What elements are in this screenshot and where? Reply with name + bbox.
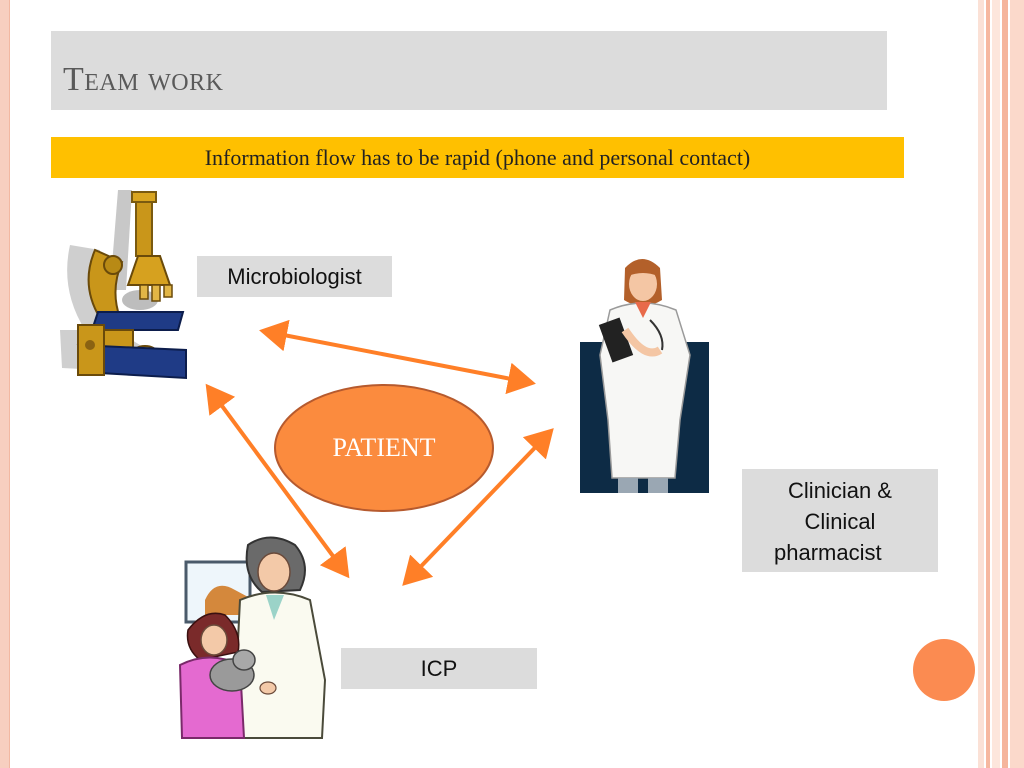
right-stripe-1 (978, 0, 984, 768)
accent-circle (913, 639, 975, 701)
right-stripe-5 (1010, 0, 1024, 768)
patient-node: PATIENT (273, 383, 495, 513)
title-bar: Team work (51, 31, 887, 110)
clinician-label: Clinician & Clinical pharmacist (742, 469, 938, 572)
arrow-micro-clinician (259, 319, 536, 395)
right-stripe-3 (992, 0, 1000, 768)
microbiologist-text: Microbiologist (227, 264, 362, 289)
right-stripe-4 (1002, 0, 1008, 768)
icp-label: ICP (341, 648, 537, 689)
clinician-line-3: pharmacist (774, 540, 882, 565)
left-border (0, 0, 10, 768)
arrow-micro-icp (205, 383, 350, 579)
microbiologist-label: Microbiologist (197, 256, 392, 297)
info-banner: Information flow has to be rapid (phone … (51, 137, 904, 178)
clinician-line-1: Clinician & (788, 478, 892, 503)
icp-text: ICP (420, 656, 458, 681)
patient-text: PATIENT (332, 433, 436, 462)
banner-text: Information flow has to be rapid (phone … (204, 145, 751, 170)
clinician-line-2: Clinical (804, 509, 876, 534)
patient-ellipse (274, 384, 494, 512)
right-stripe-2 (986, 0, 990, 768)
arrow-icp-clinician (402, 428, 554, 586)
slide-title: Team work (63, 61, 224, 98)
